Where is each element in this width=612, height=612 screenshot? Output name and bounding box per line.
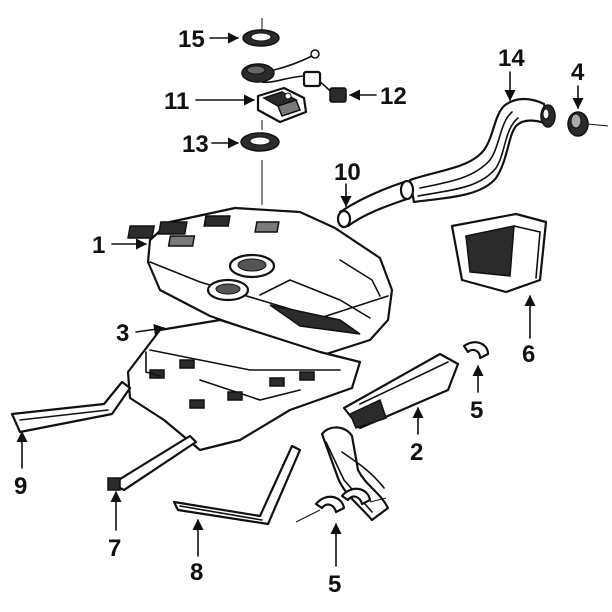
- fuel-line-assembly: [320, 352, 460, 522]
- hose-clamp-lower: [295, 487, 387, 523]
- tank-strap-middle: [107, 434, 198, 492]
- callout-labels: 15 11 12 13 14 4 10 1 3 6 5 2 9 7 8 5: [14, 26, 585, 598]
- gasket-ring-top: [242, 18, 280, 47]
- callout-arrows: [16, 32, 584, 567]
- callout-8: 9: [14, 473, 27, 500]
- callout-11: 10: [334, 159, 361, 186]
- callout-1: 1: [92, 232, 105, 259]
- skid-plate: [126, 318, 362, 452]
- callout-10: 14: [498, 45, 525, 72]
- heat-shield: [450, 212, 548, 294]
- callout-2: 2: [410, 439, 423, 466]
- callout-3: 3: [116, 320, 129, 347]
- fuel-pump-module-cap: [241, 49, 320, 84]
- tank-strap-left: [10, 380, 132, 434]
- callout-5-lower: 5: [328, 571, 341, 598]
- callout-4: 4: [571, 59, 585, 86]
- fuel-cap: [567, 111, 609, 137]
- tank-strap-right: [172, 444, 302, 526]
- callout-13: 12: [380, 83, 407, 110]
- callout-15: 15: [178, 26, 205, 53]
- filler-hose: [336, 179, 415, 229]
- callout-9: 8: [190, 559, 203, 586]
- gasket-ring-lower: [240, 120, 280, 205]
- hose-clamp-upper: [462, 341, 490, 360]
- callout-7: 7: [108, 535, 121, 562]
- fuel-tank: [127, 206, 394, 358]
- callout-12: 11: [164, 88, 189, 115]
- fuel-pump: [256, 86, 308, 124]
- callout-5-upper: 5: [470, 397, 483, 424]
- callout-14: 13: [182, 131, 209, 158]
- sender-connector: [302, 70, 347, 103]
- callout-6: 6: [522, 341, 535, 368]
- filler-neck: [408, 97, 556, 204]
